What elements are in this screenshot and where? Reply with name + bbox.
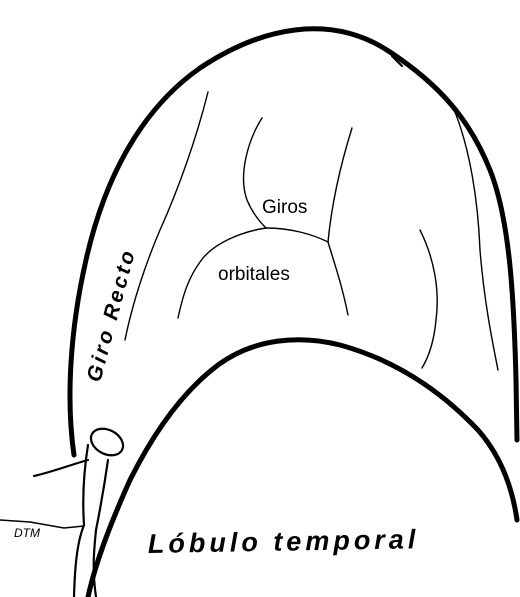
label-dtm: DTM bbox=[14, 526, 40, 540]
optic-nerve-cut-ellipse bbox=[86, 423, 127, 460]
right-fissure-line bbox=[455, 112, 498, 370]
lateral-orbital-sulcus-upper bbox=[328, 128, 352, 242]
label-giros: Giros bbox=[262, 197, 307, 218]
label-giro-recto: Giro Recto bbox=[83, 246, 141, 385]
dtm-line bbox=[0, 520, 84, 528]
label-orbitales: orbitales bbox=[218, 264, 290, 285]
lateral-orbital-sulcus-lower bbox=[328, 242, 348, 315]
branch-vessel-lower bbox=[74, 525, 84, 597]
optic-nerve-stump bbox=[83, 445, 88, 525]
optic-nerve-stump-right bbox=[96, 460, 108, 530]
branch-vessel-left bbox=[34, 460, 88, 476]
orbital-sulcus-horizontal bbox=[266, 228, 328, 242]
label-lobulo-temporal: Lóbulo temporal bbox=[148, 524, 420, 559]
frontal-lobe-outline bbox=[70, 29, 517, 455]
transverse-sulcus-right bbox=[420, 230, 437, 368]
